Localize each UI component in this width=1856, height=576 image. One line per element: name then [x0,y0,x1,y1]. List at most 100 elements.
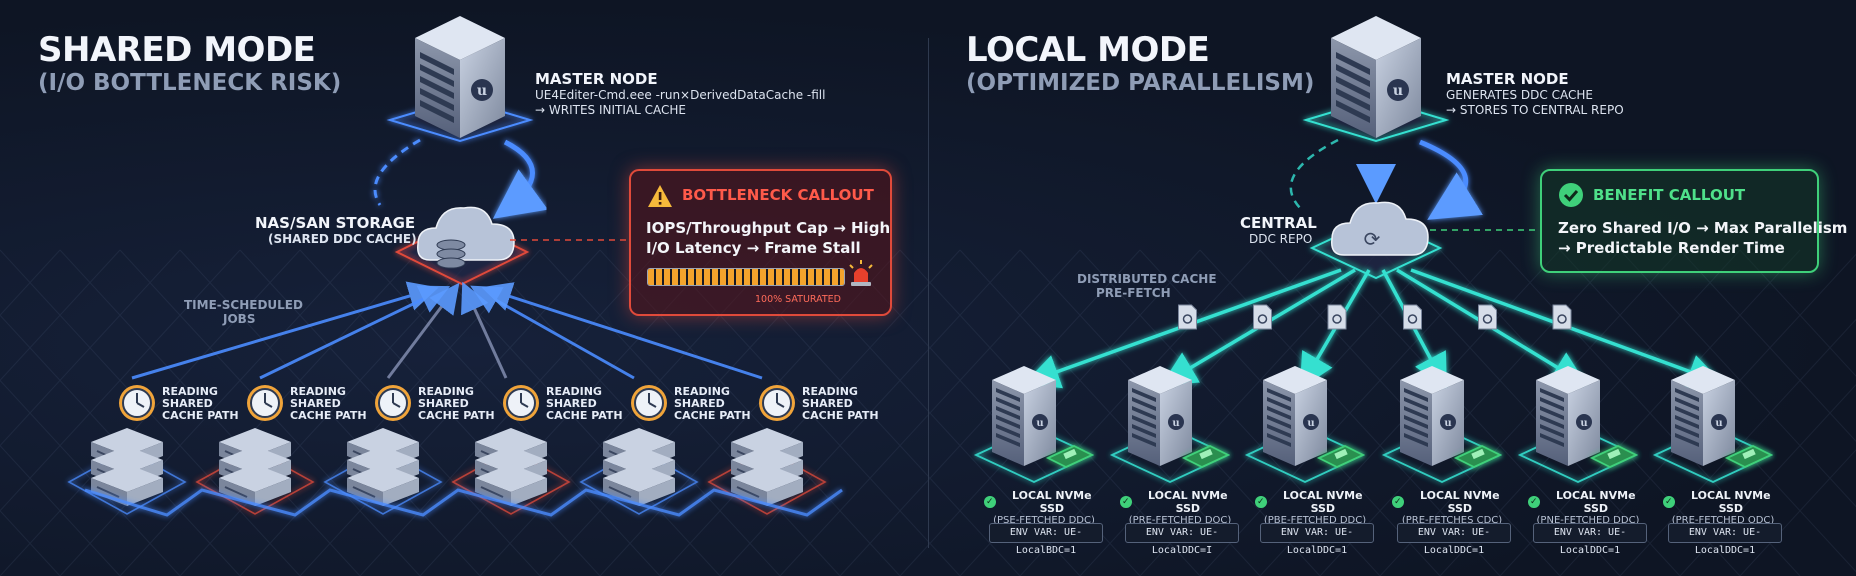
file-icon [1403,304,1422,330]
benefit-line2: → Predictable Render Time [1558,239,1785,257]
check-circle-icon: ✓ [1392,496,1404,508]
read-request-arrow [259,285,451,380]
env-var-badge: ENV VAR: UE-LocalDDC=1 [1668,523,1782,556]
check-circle-icon: ✓ [984,496,996,508]
env-var-badge: ENV VAR: UE-LocalBDC=1 [989,523,1103,556]
env-var-badge: ENV VAR: UE-LocalDDC=1 [1533,523,1647,556]
write-cache-arrow [492,139,549,219]
storage-title: NAS/SAN STORAGE [255,214,416,232]
ssd-subtitle: (PRE-FETCHED ODC) [1671,515,1775,526]
jobs-label-line2: JOBS [223,312,256,326]
local-worker-server-icon: u [1263,366,1327,466]
file-icon [1178,304,1197,330]
local-worker-server-icon: u [1400,366,1464,466]
ssd-label: ✓LOCAL NVMe SSD(PNE-FETCHED DDC) [1528,489,1648,526]
clock-icon [631,385,667,421]
worker-status-line: READING [290,385,346,398]
ssd-title: LOCAL NVMe SSD [1420,489,1500,515]
ssd-title: LOCAL NVMe SSD [1012,489,1092,515]
shared-mode-title: SHARED MODE [38,30,316,70]
svg-text:u: u [477,83,487,99]
shared-worker-server-icon [731,428,803,506]
sync-icon: ⟳ [1364,227,1381,251]
local-mode-subtitle: (OPTIMIZED PARALLELISM) [966,70,1315,96]
worker-status-line: CACHE PATH [674,409,751,422]
shared-worker-server-icon [219,428,291,506]
clock-icon [247,385,283,421]
database-icon [436,239,466,269]
ssd-title: LOCAL NVMe SSD [1691,489,1771,515]
worker-status-line: SHARED [162,397,213,410]
central-repo-subtitle: DDC REPO [1249,232,1313,246]
storage-cloud-icon [417,206,515,261]
ssd-label: ✓ LOCAL NVMe SSD(PBE-FETCHED DDC) [1255,489,1375,526]
shared-mode-subtitle: (I/O BOTTLENECK RISK) [38,70,342,96]
ssd-subtitle: (PRE-FETCHED DOC) [1128,515,1232,526]
local-master-generates: GENERATES DDC CACHE [1446,88,1593,102]
bottleneck-line2: I/O Latency → Frame Stall [646,239,861,257]
shared-master-writes: → WRITES INITIAL CACHE [535,103,686,117]
file-icon [1327,304,1347,330]
check-circle-icon: ✓ [1528,496,1540,508]
schedule-chain [84,488,843,517]
ssd-label: ✓LOCAL NVMe SSD(PSE-FETCHED DDC) [984,489,1104,526]
prefetch-label-line2: PRE-FETCH [1096,286,1171,300]
worker-status-line: CACHE PATH [802,409,879,422]
alarm-siren-icon [846,259,876,291]
worker-status-line: READING [674,385,730,398]
dashed-link [1289,138,1339,209]
benefit-callout: BENEFIT CALLOUT Zero Shared I/O → Max Pa… [1540,169,1847,273]
check-circle-icon [1558,182,1584,212]
svg-text:u: u [1444,418,1451,429]
ssd-label: ✓LOCAL NVMe SSD(PRE-FETCHED ODC) [1663,489,1783,526]
clock-icon [503,385,539,421]
shared-master-command: UE4Editer-Cmd.eee -run×DerivedDataCache … [535,88,826,102]
clock-icon [759,385,795,421]
section-divider [928,38,929,548]
env-var-badge: ENV VAR: UE-LocalDDC=I [1125,523,1239,556]
nvme-ssd-icon [1589,445,1639,468]
check-circle-icon: ✓ [1255,496,1267,508]
svg-text:u: u [1307,418,1314,429]
file-icon [1552,304,1572,330]
file-icon [1478,304,1497,330]
env-var-badge: ENV VAR: UE-LocalDDC=1 [1260,523,1374,556]
ssd-title: LOCAL NVMe SSD [1148,489,1228,515]
ssd-subtitle: (PNE-FETCHED DDC) [1536,515,1640,526]
bottleneck-callout-title: BOTTLENECK CALLOUT [682,186,874,204]
nvme-ssd-icon [1181,445,1231,468]
prefetch-label-line1: DISTRIBUTED CACHE [1077,272,1217,286]
store-to-repo-arrow [1419,139,1483,220]
file-icon [1253,304,1272,330]
benefit-callout-title: BENEFIT CALLOUT [1593,186,1746,204]
jobs-label-line1: TIME-SCHEDULED [184,298,303,312]
warning-icon [647,184,673,212]
shared-worker-server-icon [603,428,675,506]
ssd-title: LOCAL NVMe SSD [1283,489,1363,515]
shared-worker-server-icon [475,428,547,506]
local-master-stores: → STORES TO CENTRAL REPO [1446,103,1624,117]
worker-status-line: CACHE PATH [162,409,239,422]
worker-status-line: CACHE PATH [418,409,495,422]
env-var-badge: ENV VAR: UE-LocalDDC=1 [1397,523,1511,556]
worker-status-line: CACHE PATH [546,409,623,422]
worker-status-line: SHARED [290,397,341,410]
worker-status-line: SHARED [546,397,597,410]
svg-text:u: u [1393,83,1403,99]
shared-master-server-icon: u [415,16,505,138]
saturation-label: 100% SATURATED [755,294,842,305]
worker-status-line: SHARED [674,397,725,410]
shared-worker-server-icon [347,428,419,506]
ssd-subtitle: (PBE-FETCHED DDC) [1263,515,1367,526]
storage-subtitle: (SHARED DDC CACHE) [268,232,417,246]
saturation-meter [647,268,845,286]
clock-icon [375,385,411,421]
dashed-link [373,138,421,206]
svg-text:u: u [1715,418,1722,429]
shared-master-title: MASTER NODE [535,70,658,88]
clock-icon [119,385,155,421]
worker-status-line: SHARED [418,397,469,410]
nvme-ssd-icon [1045,445,1095,468]
local-worker-server-icon: u [1536,366,1600,466]
local-master-title: MASTER NODE [1446,70,1569,88]
